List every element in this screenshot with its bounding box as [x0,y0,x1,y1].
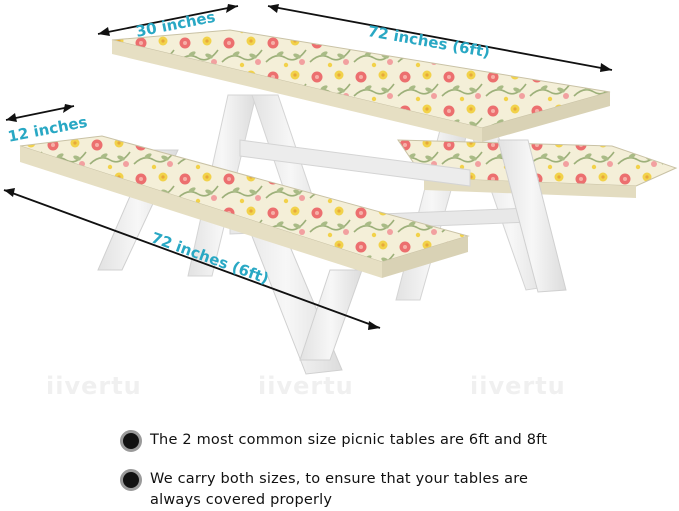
table-top [111,29,611,142]
dimension-arrows [3,4,613,330]
watermark-2: iivertu [258,372,354,400]
bullet-item-2: We carry both sizes, to ensure that your… [120,469,560,511]
watermark-1: iivertu [46,372,142,400]
bullet-text: The 2 most common size picnic tables are… [150,432,548,448]
front-bench [19,135,470,278]
bullet-item-1: The 2 most common size picnic tables are… [120,430,590,452]
bullet-dot-icon [120,469,142,491]
bullet-dot-icon [120,430,142,452]
watermark-3: iivertu [470,372,566,400]
bullet-text: We carry both sizes, to ensure that your… [150,471,529,508]
